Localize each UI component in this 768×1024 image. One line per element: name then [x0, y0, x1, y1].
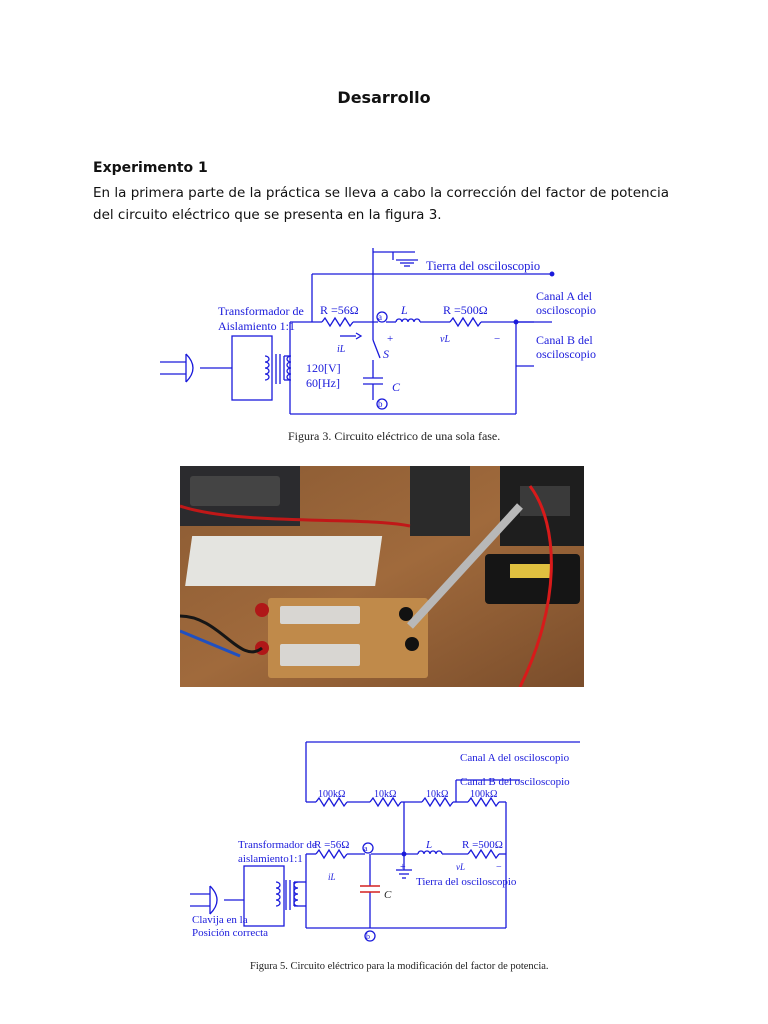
fig3-capacitor-label: C — [392, 380, 401, 394]
figure-3-circuit: Tierra del osciloscopio Transformador de… — [160, 248, 596, 443]
fig3-canal-b-2: osciloscopio — [536, 347, 596, 361]
section-heading: Experimento 1 — [93, 160, 208, 176]
fig5-r-100k-2: 100kΩ — [470, 789, 497, 800]
fig5-canal-b: Canal B del osciloscopio — [460, 776, 570, 788]
fig5-inductor-label: L — [425, 839, 432, 851]
fig3-node-b: b — [378, 399, 383, 409]
fig3-transformer-label-1: Transformador de — [218, 304, 304, 318]
fig5-caption: Figura 5. Circuito eléctrico para la mod… — [250, 961, 549, 972]
fig3-canal-b-1: Canal B del — [536, 333, 593, 347]
fig5-current-label: iL — [328, 872, 336, 882]
fig5-r1-label: R =56Ω — [314, 839, 349, 851]
fig3-plus: + — [387, 333, 393, 345]
fig3-r2-label: R =500Ω — [443, 303, 488, 317]
fig3-transformer-label-2: Aislamiento 1:1 — [218, 319, 295, 333]
fig5-clavija-1: Clavija en la — [192, 914, 248, 926]
page-title: Desarrollo — [337, 88, 431, 107]
fig5-r2-label: R =500Ω — [462, 839, 503, 851]
fig3-canal-a-2: osciloscopio — [536, 303, 596, 317]
fig3-node-a: a — [378, 312, 382, 322]
fig3-inductor-label: L — [400, 303, 408, 317]
fig3-r1-label: R =56Ω — [320, 303, 359, 317]
fig3-tierra-label: Tierra del osciloscopio — [426, 259, 540, 273]
fig3-switch-label: S — [383, 347, 389, 361]
fig5-r-10k-2: 10kΩ — [426, 789, 448, 800]
fig5-minus: − — [496, 862, 502, 873]
fig3-canal-a-1: Canal A del — [536, 289, 593, 303]
fig3-vl: vL — [440, 334, 450, 345]
fig5-r-10k-1: 10kΩ — [374, 789, 396, 800]
circuit-photo — [180, 466, 584, 687]
fig5-transformer-label-1: Transformador de — [238, 839, 317, 851]
fig5-node-b: b — [366, 932, 370, 941]
fig5-canal-a: Canal A del osciloscopio — [460, 752, 570, 764]
fig5-r-100k-1: 100kΩ — [318, 789, 345, 800]
fig5-plus: + — [400, 862, 406, 873]
fig3-voltage-label: 120[V] — [306, 361, 341, 375]
fig3-current-label: iL — [337, 344, 346, 355]
fig3-minus: − — [494, 333, 500, 345]
fig5-clavija-2: Posición correcta — [192, 927, 268, 939]
figure-5-circuit: Canal A del osciloscopio Canal B del osc… — [190, 741, 580, 972]
intro-paragraph: En la primera parte de la práctica se ll… — [93, 185, 670, 223]
fig5-capacitor-label: C — [384, 889, 392, 901]
fig5-transformer-label-2: aislamiento1:1 — [238, 853, 303, 865]
fig5-node-a: a — [364, 844, 368, 853]
fig3-freq-label: 60[Hz] — [306, 376, 340, 390]
fig5-tierra-label: Tierra del osciloscopio — [416, 876, 517, 888]
fig3-caption: Figura 3. Circuito eléctrico de una sola… — [288, 429, 500, 443]
fig5-vl: vL — [456, 862, 465, 872]
